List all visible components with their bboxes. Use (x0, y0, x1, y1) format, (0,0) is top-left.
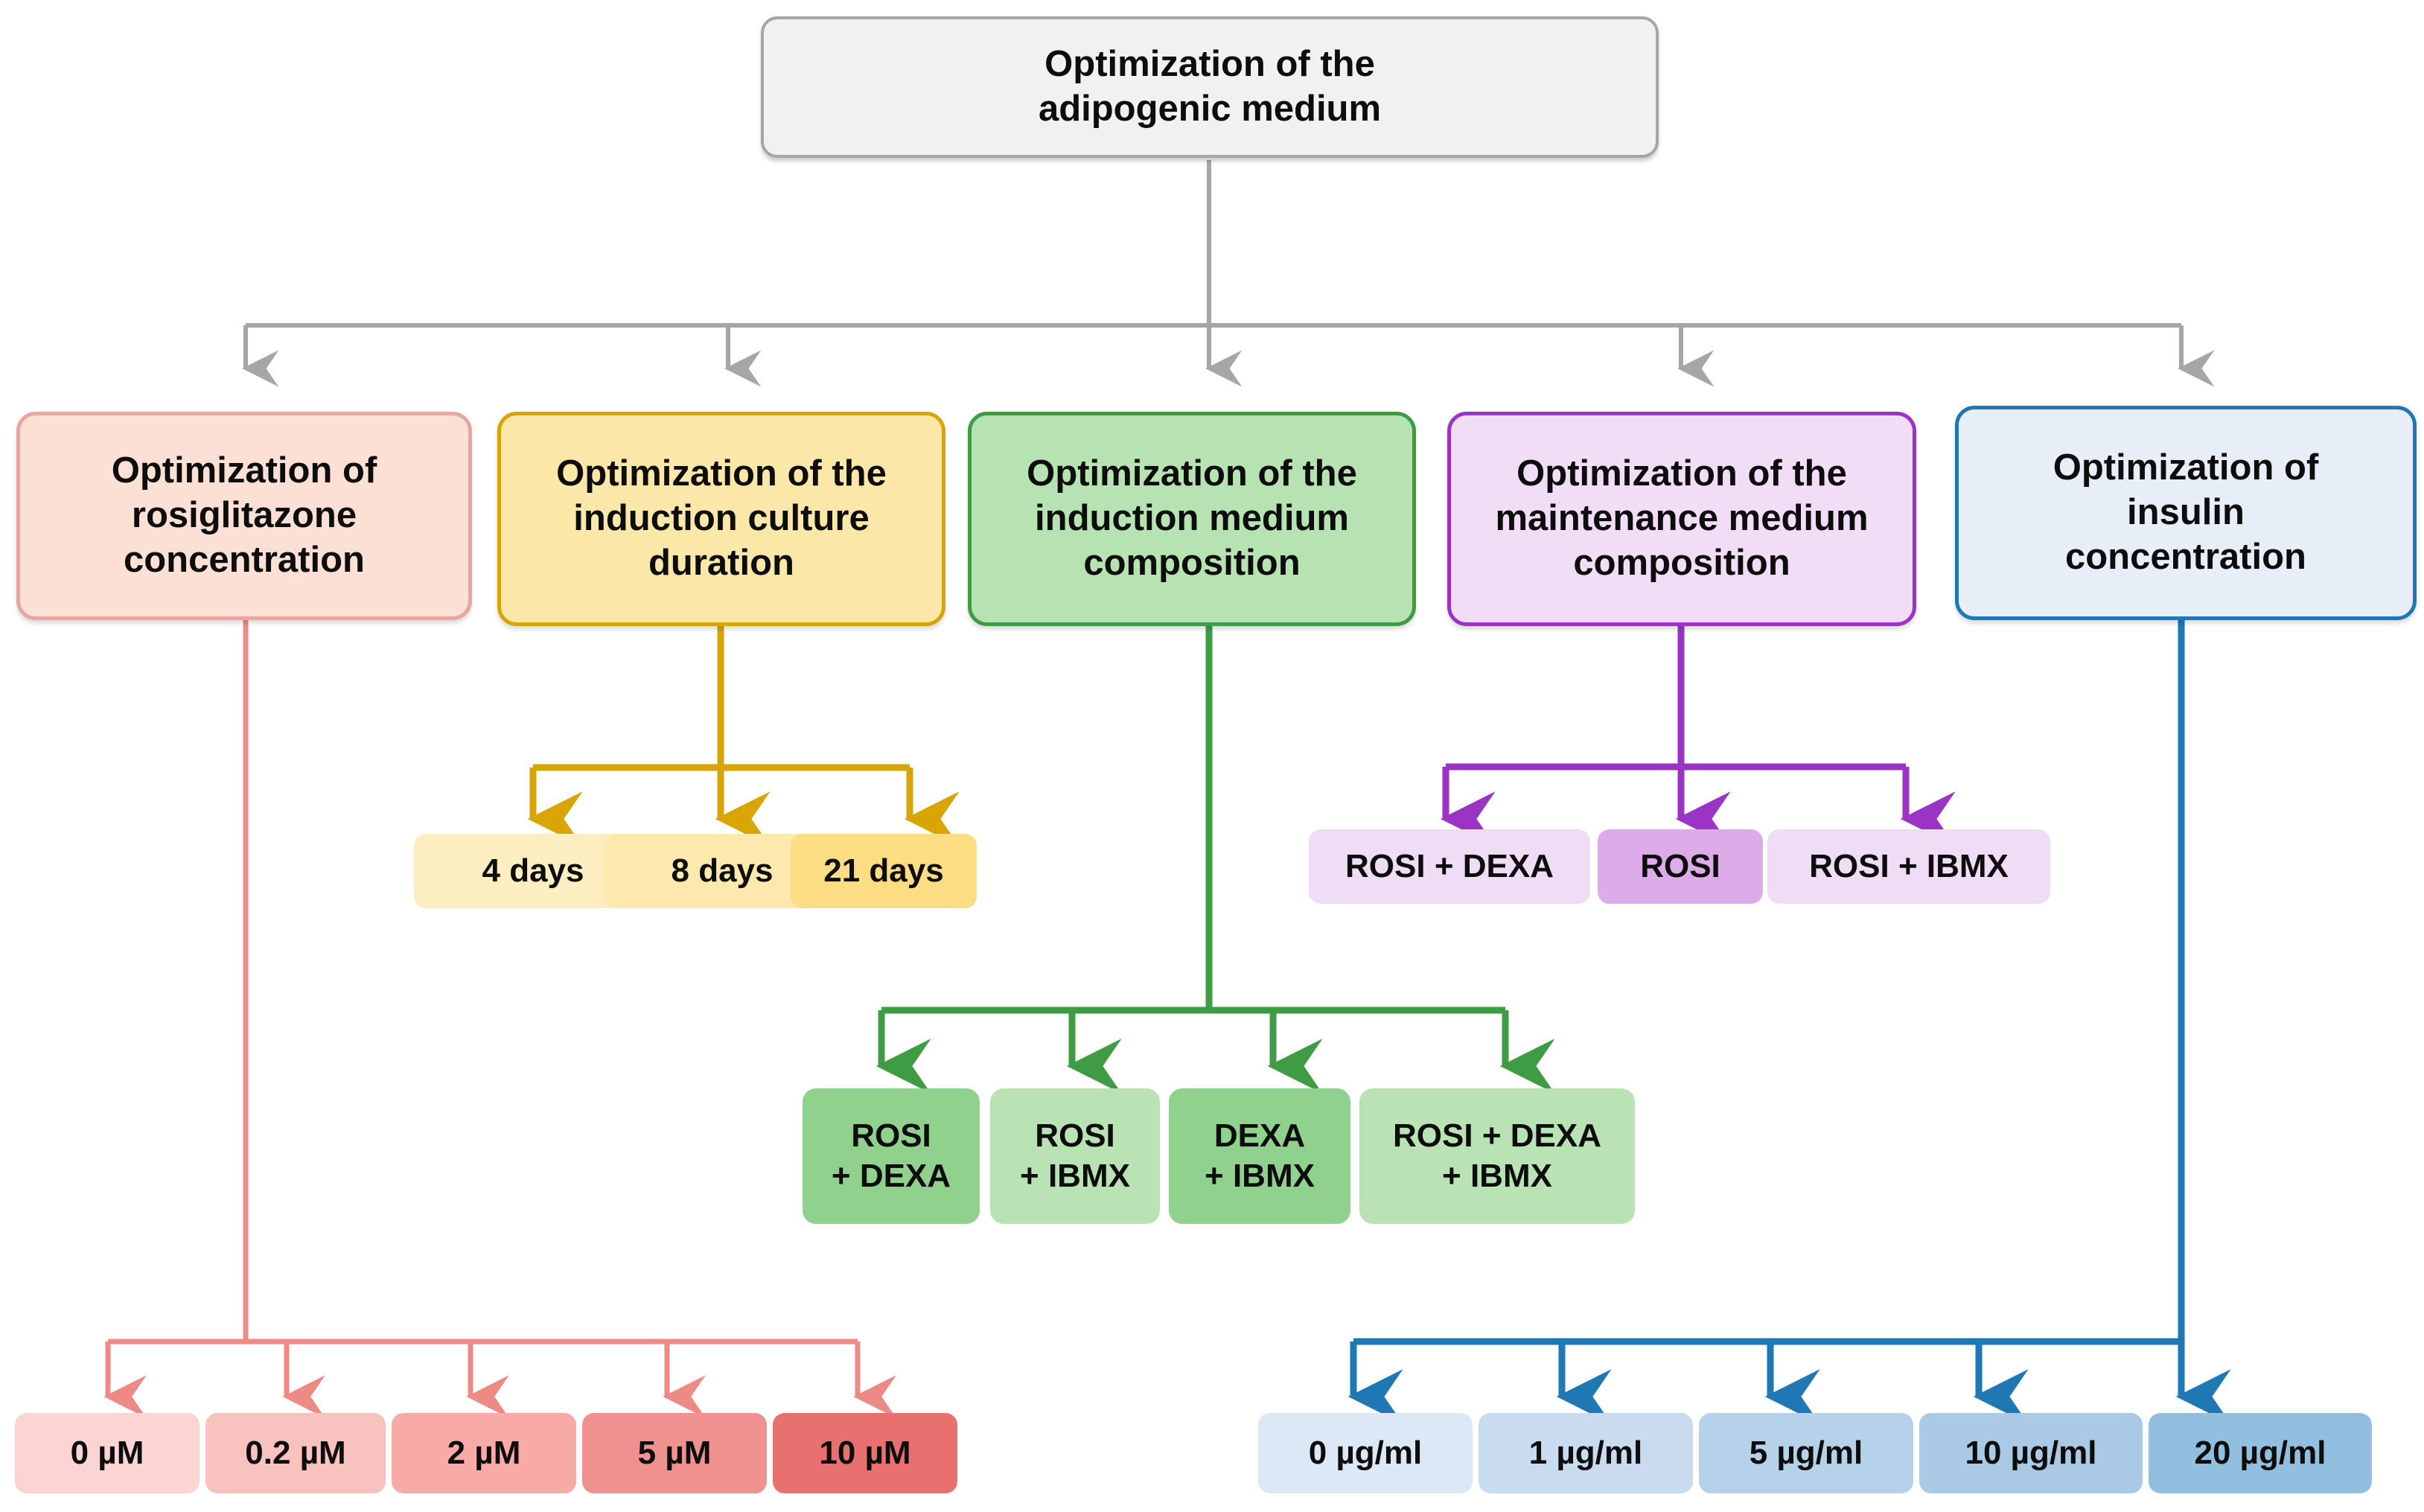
leaf-label: 20 µg/ml (2194, 1435, 2326, 1472)
leaf-induction-rosi-dexa[interactable]: ROSI + DEXA (803, 1088, 980, 1224)
leaf-label: 21 days (823, 852, 944, 890)
leaf-label-line1: ROSI (1035, 1117, 1115, 1155)
root-label-line2: adipogenic medium (1038, 89, 1382, 129)
induction-line3: composition (1083, 542, 1301, 583)
rosiglitazone-line1: Optimization of (111, 450, 377, 491)
leaf-insulin-20ugml[interactable]: 20 µg/ml (2149, 1413, 2372, 1493)
leaf-label: 0 µM (70, 1435, 144, 1472)
induction-line1: Optimization of the (1027, 453, 1357, 494)
leaf-label: 5 µg/ml (1749, 1435, 1863, 1472)
leaf-label: 8 days (671, 852, 774, 890)
leaf-label-line2: + IBMX (1205, 1158, 1315, 1194)
leaf-label: 10 µM (819, 1435, 911, 1472)
leaf-induction-rosi-dexa-ibmx[interactable]: ROSI + DEXA + IBMX (1359, 1088, 1635, 1224)
leaf-rosiglitazone-5um[interactable]: 5 µM (582, 1413, 767, 1493)
leaf-label: 10 µg/ml (1965, 1435, 2097, 1472)
leaf-maintenance-rosi-ibmx[interactable]: ROSI + IBMX (1767, 829, 2050, 904)
root-node[interactable]: Optimization of the adipogenic medium (761, 16, 1659, 158)
leaf-maintenance-rosi[interactable]: ROSI (1598, 829, 1763, 904)
leaf-label: 0.2 µM (245, 1435, 346, 1472)
leaf-rosiglitazone-0-2um[interactable]: 0.2 µM (205, 1413, 386, 1493)
leaf-label: 0 µg/ml (1308, 1435, 1423, 1472)
leaf-rosiglitazone-0um[interactable]: 0 µM (15, 1413, 200, 1493)
leaf-label: ROSI + DEXA (1345, 848, 1554, 885)
insulin-line3: concentration (2065, 536, 2306, 577)
duration-line1: Optimization of the (556, 453, 887, 494)
induction-line2: induction medium (1035, 498, 1349, 539)
duration-line2: induction culture (573, 498, 870, 539)
link-root-bus (242, 160, 2215, 387)
leaf-insulin-1ugml[interactable]: 1 µg/ml (1479, 1413, 1693, 1493)
leaf-insulin-0ugml[interactable]: 0 µg/ml (1258, 1413, 1473, 1493)
leaf-maintenance-rosi-dexa[interactable]: ROSI + DEXA (1309, 829, 1590, 904)
leaf-insulin-5ugml[interactable]: 5 µg/ml (1699, 1413, 1913, 1493)
leaf-label-line2: + DEXA (831, 1158, 951, 1194)
leaf-label: 4 days (482, 852, 584, 890)
leaf-label-line1: ROSI (851, 1117, 931, 1155)
insulin-line2: insulin (2127, 492, 2245, 533)
link-maintenance-bus (1440, 624, 1956, 846)
leaf-label-line2: + IBMX (1442, 1158, 1552, 1194)
category-card-rosiglitazone[interactable]: Optimization of rosiglitazone concentrat… (16, 412, 472, 620)
insulin-line1: Optimization of (2053, 447, 2319, 488)
leaf-label: 1 µg/ml (1528, 1435, 1643, 1472)
leaf-label-line1: ROSI + DEXA (1393, 1117, 1601, 1155)
leaf-induction-rosi-ibmx[interactable]: ROSI + IBMX (990, 1088, 1160, 1224)
maintenance-line2: maintenance medium (1495, 498, 1869, 539)
leaf-label: ROSI (1640, 848, 1720, 885)
maintenance-line1: Optimization of the (1516, 453, 1847, 494)
rosiglitazone-line3: concentration (124, 539, 365, 580)
leaf-label: ROSI + IBMX (1809, 848, 2009, 885)
category-card-induction-medium[interactable]: Optimization of the induction medium com… (968, 412, 1416, 626)
leaf-label: 5 µM (637, 1435, 712, 1472)
category-card-maintenance-medium[interactable]: Optimization of the maintenance medium c… (1447, 412, 1916, 626)
rosiglitazone-line2: rosiglitazone (131, 495, 357, 536)
leaf-induction-dexa-ibmx[interactable]: DEXA + IBMX (1169, 1088, 1350, 1224)
leaf-rosiglitazone-2um[interactable]: 2 µM (392, 1413, 576, 1493)
link-insulin-bus (1347, 618, 2231, 1424)
leaf-duration-21-days[interactable]: 21 days (791, 834, 977, 908)
root-label-line1: Optimization of the (1044, 44, 1375, 85)
link-duration-bus (527, 624, 960, 846)
leaf-label: 2 µM (447, 1435, 521, 1472)
maintenance-line3: composition (1573, 542, 1790, 583)
link-rosiglitazone-bus (103, 618, 896, 1418)
leaf-rosiglitazone-10um[interactable]: 10 µM (773, 1413, 957, 1493)
category-card-insulin[interactable]: Optimization of insulin concentration (1955, 406, 2417, 620)
leaf-insulin-10ugml[interactable]: 10 µg/ml (1919, 1413, 2143, 1493)
category-card-induction-duration[interactable]: Optimization of the induction culture du… (497, 412, 945, 626)
leaf-label-line1: DEXA (1213, 1117, 1306, 1155)
duration-line3: duration (648, 542, 794, 583)
leaf-label-line2: + IBMX (1020, 1158, 1130, 1194)
